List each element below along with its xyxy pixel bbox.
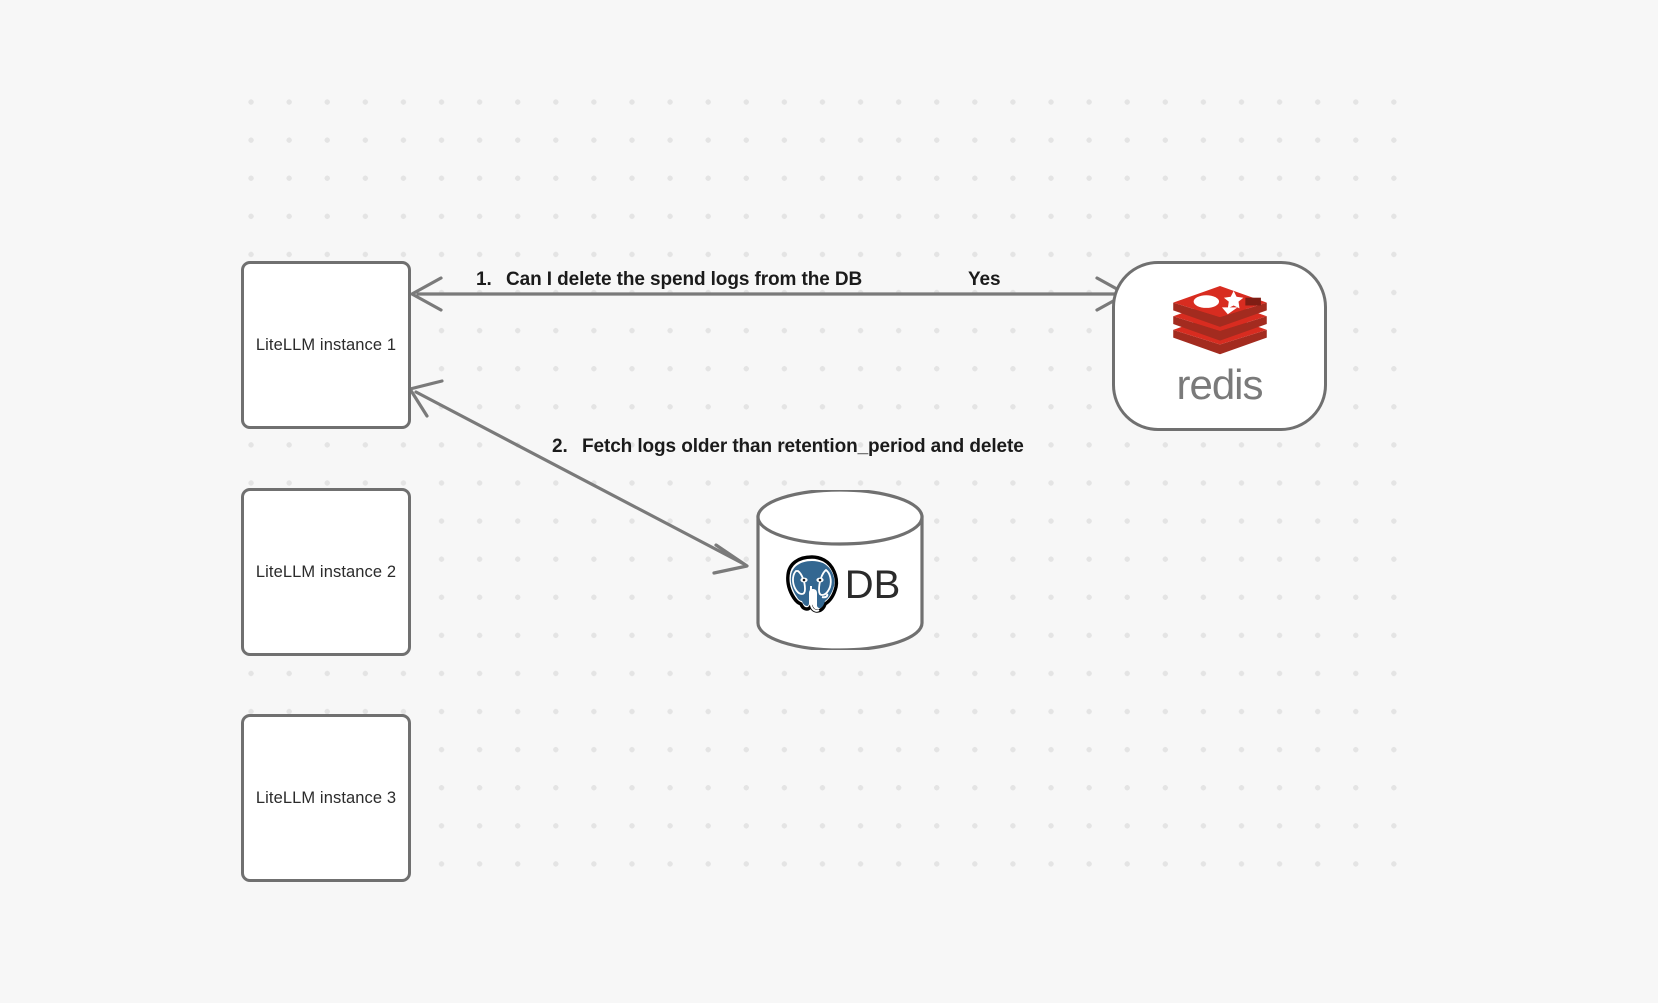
arrowhead-upleft [408,379,444,418]
database-logo-and-label: DB [753,546,927,624]
edge-2-label: Fetch logs older than retention_period a… [582,436,1024,457]
arrowhead-downright [712,543,749,575]
redis-stack-logo-icon [1172,286,1267,355]
node-label: LiteLLM instance 1 [255,335,397,354]
edge-1-number: 1. [476,269,492,290]
postgresql-elephant-logo-icon [785,555,838,613]
database-label: DB [844,563,901,607]
node-litellm-instance-1[interactable]: LiteLLM instance 1 [241,261,411,429]
node-litellm-instance-3[interactable]: LiteLLM instance 3 [241,714,411,882]
edge-1-label: Can I delete the spend logs from the DB [506,269,863,290]
node-redis[interactable]: redis [1112,261,1327,431]
edge-2-number: 2. [552,436,568,457]
arrowhead-left [410,276,443,312]
node-label: LiteLLM instance 2 [255,562,397,581]
edge-litellm1-db [408,379,749,575]
node-label: LiteLLM instance 3 [255,788,397,807]
redis-wordmark: redis [1176,361,1263,408]
edge-line [414,390,744,565]
database-cylinder-shape [756,490,924,650]
node-litellm-instance-2[interactable]: LiteLLM instance 2 [241,488,411,656]
node-database[interactable]: DB [753,490,927,650]
edge-1-reply-label: Yes [968,269,1001,290]
redis-logo-wrapper: redis [1160,286,1280,406]
